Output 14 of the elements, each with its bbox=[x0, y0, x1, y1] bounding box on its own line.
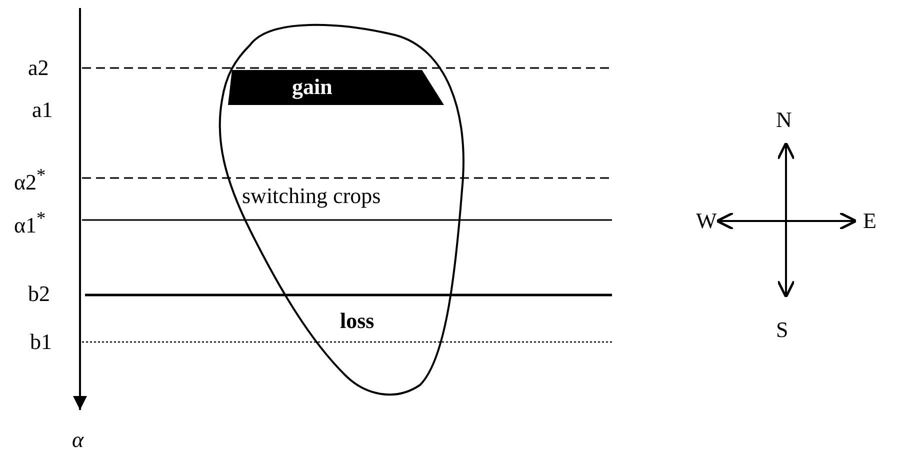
axis-tick-label: α2$^{*}$ bbox=[14, 164, 46, 194]
band-label: gain bbox=[292, 75, 332, 99]
axis-tick-label: α1$^{*}$ bbox=[14, 207, 46, 238]
region-label: switching crops bbox=[242, 184, 381, 208]
compass-label: E bbox=[863, 209, 876, 233]
axis-tick-label: a1 bbox=[32, 98, 53, 122]
axis-tick-label: a2 bbox=[28, 56, 49, 80]
axis-label: α bbox=[72, 428, 84, 452]
region-label: loss bbox=[340, 309, 374, 333]
compass-label: W bbox=[696, 209, 717, 233]
compass-label: N bbox=[776, 108, 792, 132]
axis-tick-label: b1 bbox=[30, 330, 52, 354]
axis-tick-label: b2 bbox=[28, 282, 50, 306]
compass-label: S bbox=[776, 318, 788, 342]
